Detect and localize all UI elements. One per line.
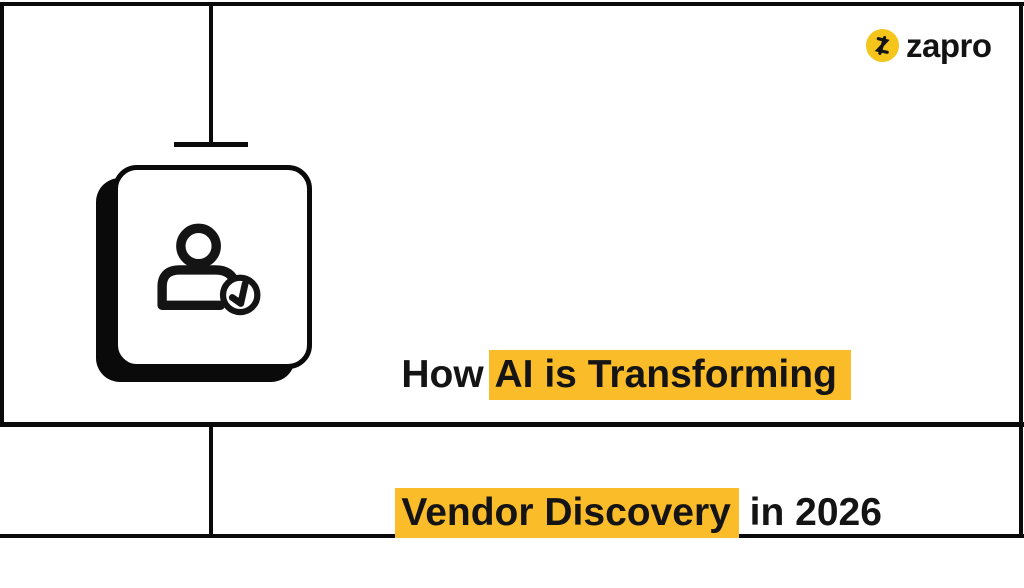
brand-logo: zapro — [866, 29, 992, 62]
brand-name: zapro — [906, 27, 992, 64]
banner-heading: How AI is Transforming Vendor Discovery … — [358, 212, 882, 538]
heading-line-1: How AI is Transforming — [358, 300, 882, 400]
frame-line-divider — [0, 422, 1024, 427]
heading-line2-suffix: in 2026 — [738, 491, 882, 534]
person-check-icon — [157, 223, 261, 316]
frame-line-left — [0, 2, 4, 424]
heading-line-2: Vendor Discovery in 2026 — [358, 438, 882, 538]
frame-line-lower-vertical — [209, 427, 213, 538]
zapro-logo-icon — [866, 29, 899, 62]
frame-line-right — [1019, 2, 1023, 536]
frame-line-top — [0, 2, 1024, 6]
heading-line1-prefix: How — [401, 353, 495, 396]
frame-line-crossbar — [174, 142, 248, 147]
frame-line-plumb — [209, 2, 213, 143]
illustration-card — [113, 165, 312, 369]
heading-line2-highlight: Vendor Discovery — [395, 488, 739, 538]
heading-line1-highlight: AI is Transforming — [488, 350, 851, 400]
